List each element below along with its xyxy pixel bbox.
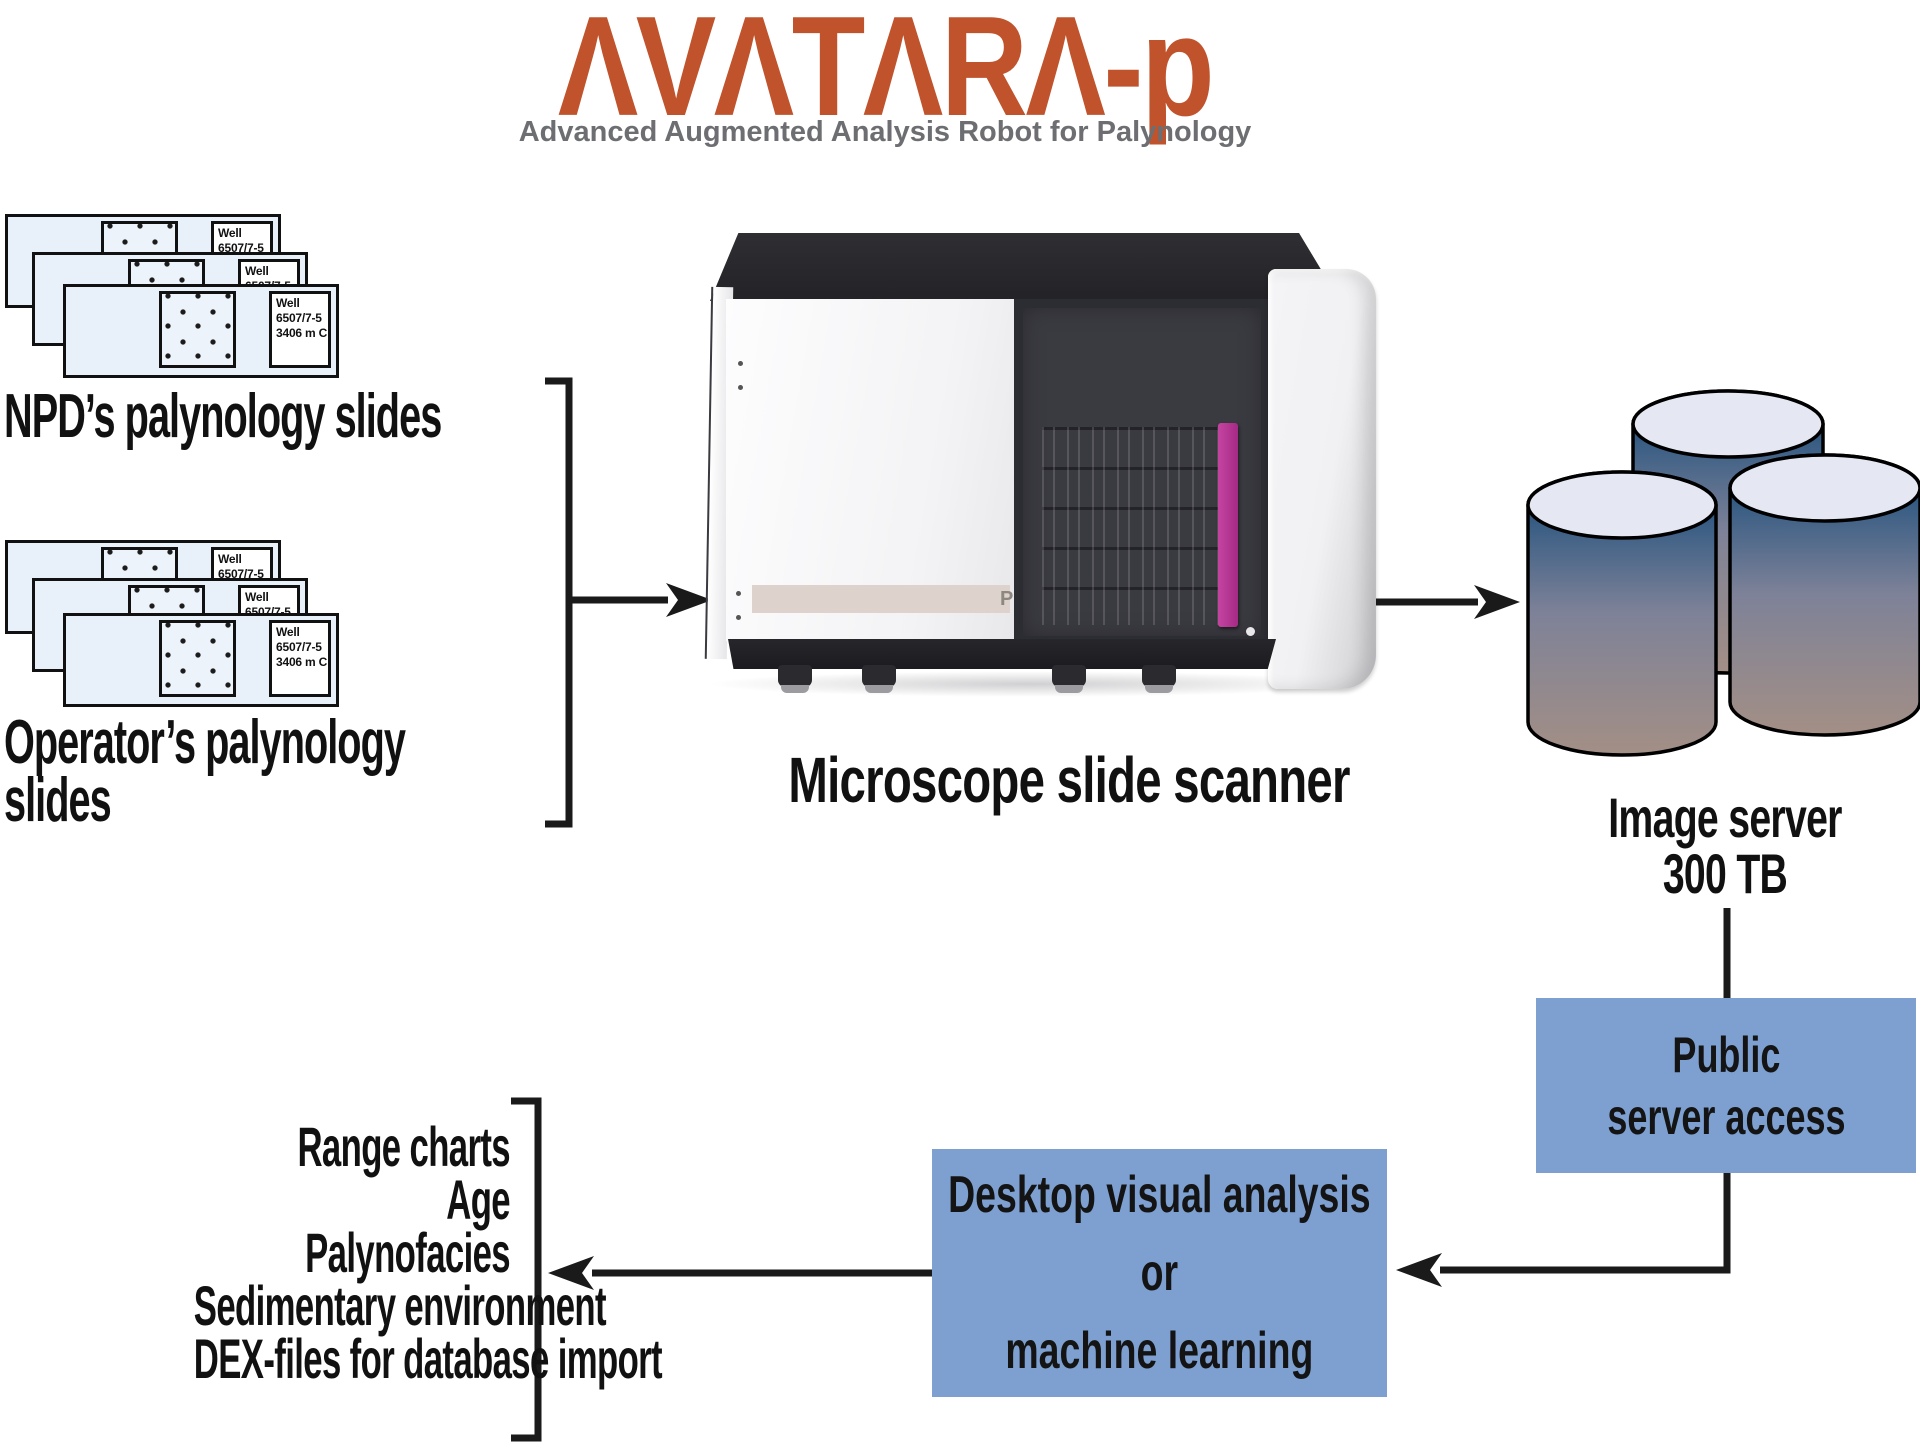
well-label-line: 6507/7-5 [276, 640, 322, 654]
scanner-foot [778, 665, 812, 693]
slide-well-label: Well 6507/7-5 3406 m C [269, 291, 331, 368]
output-item: Range charts [297, 1115, 510, 1178]
panel-screw-dot [738, 385, 743, 390]
image-server-label: Image server 300 TB [1575, 790, 1876, 902]
well-label-line: 3406 m C [276, 326, 328, 340]
well-label-line: Well [245, 264, 269, 278]
analysis-line2: or [1140, 1244, 1179, 1302]
scanner-foot [862, 665, 896, 693]
scanner-foot [1052, 665, 1086, 693]
slide-rack-slot-grid [1042, 427, 1218, 625]
well-label-line: Well [218, 226, 242, 240]
logo-subtitle: Advanced Augmented Analysis Robot for Pa… [518, 116, 1252, 148]
public-access-line1: Public [1671, 1026, 1780, 1083]
cylinder-right [1728, 453, 1920, 737]
desktop-analysis-text: Desktop visual analysis or machine learn… [948, 1156, 1370, 1390]
scanner-shadow [706, 671, 1356, 697]
palynology-slide: Well 6507/7-5 3406 m C [63, 284, 339, 378]
analysis-line3: machine learning [1005, 1322, 1314, 1380]
output-item: Sedimentary environment [193, 1274, 607, 1337]
well-label-line: Well [245, 590, 269, 604]
operator-label-line1: Operator’s palynology [4, 708, 406, 777]
output-item: Age [446, 1168, 510, 1231]
operator-slides-label: Operator’s palynology slides [4, 708, 406, 835]
rack-handle-magenta-bar [1218, 423, 1238, 627]
arrowhead-to-desktop [1396, 1253, 1442, 1287]
image-server-line1: Image server [1608, 786, 1842, 849]
well-label-line: 3406 m C [276, 655, 328, 669]
cylinder-left [1526, 470, 1718, 757]
analysis-line1: Desktop visual analysis [948, 1166, 1371, 1224]
scanner-base [728, 639, 1276, 669]
output-item: DEX-files for database import [193, 1327, 663, 1390]
cylinder-back [1631, 389, 1825, 675]
well-label-line: Well [276, 625, 300, 639]
outputs-list: Range charts Age Palynofacies Sedimentar… [193, 1115, 663, 1390]
slide-well-label: Well 6507/7-5 3406 m C [269, 620, 331, 697]
scanner-foot [1142, 665, 1176, 693]
door-knob [1246, 627, 1255, 636]
scanner-right-endcap [1268, 269, 1376, 689]
slides-group-bracket [545, 377, 573, 828]
well-label-line: Well [276, 296, 300, 310]
scanner-caption: Microscope slide scanner [788, 744, 1350, 816]
arrowhead-to-server [1474, 585, 1520, 619]
palynology-slide: Well 6507/7-5 3406 m C [63, 613, 339, 707]
public-access-line2: server access [1606, 1088, 1846, 1145]
public-server-access-box: Public server access [1536, 998, 1916, 1173]
panel-screw-dot [736, 615, 741, 620]
scanner-rack-door [1014, 299, 1270, 645]
slide-specimen-area [159, 620, 236, 697]
public-server-access-text: Public server access [1607, 1024, 1845, 1148]
microscope-slide-scanner-image: P1000 [700, 225, 1380, 697]
well-label-line: 6507/7-5 [276, 311, 322, 325]
scanner-top-panel [710, 233, 1340, 301]
well-label-line: 6507/7-5 [218, 241, 264, 255]
line-public-to-desktop [1440, 1171, 1731, 1274]
image-server-line2: 300 TB [1662, 842, 1788, 905]
output-item: Palynofacies [305, 1221, 510, 1284]
image-server-cylinders [1526, 389, 1920, 757]
avatara-p-logo: ΛVΛTΛRΛ-p [557, 0, 1215, 146]
operator-label-line2: slides [4, 766, 112, 835]
desktop-analysis-box: Desktop visual analysis or machine learn… [932, 1149, 1387, 1397]
scanner-model-strip: P1000 [752, 585, 1066, 613]
well-label-line: 6507/7-5 [218, 567, 264, 581]
npd-slides-label: NPD’s palynology slides [4, 382, 442, 451]
panel-screw-dot [738, 361, 743, 366]
panel-screw-dot [736, 591, 741, 596]
scanner-front-panel: P1000 [726, 299, 1066, 641]
well-label-line: Well [218, 552, 242, 566]
slide-specimen-area [159, 291, 236, 368]
